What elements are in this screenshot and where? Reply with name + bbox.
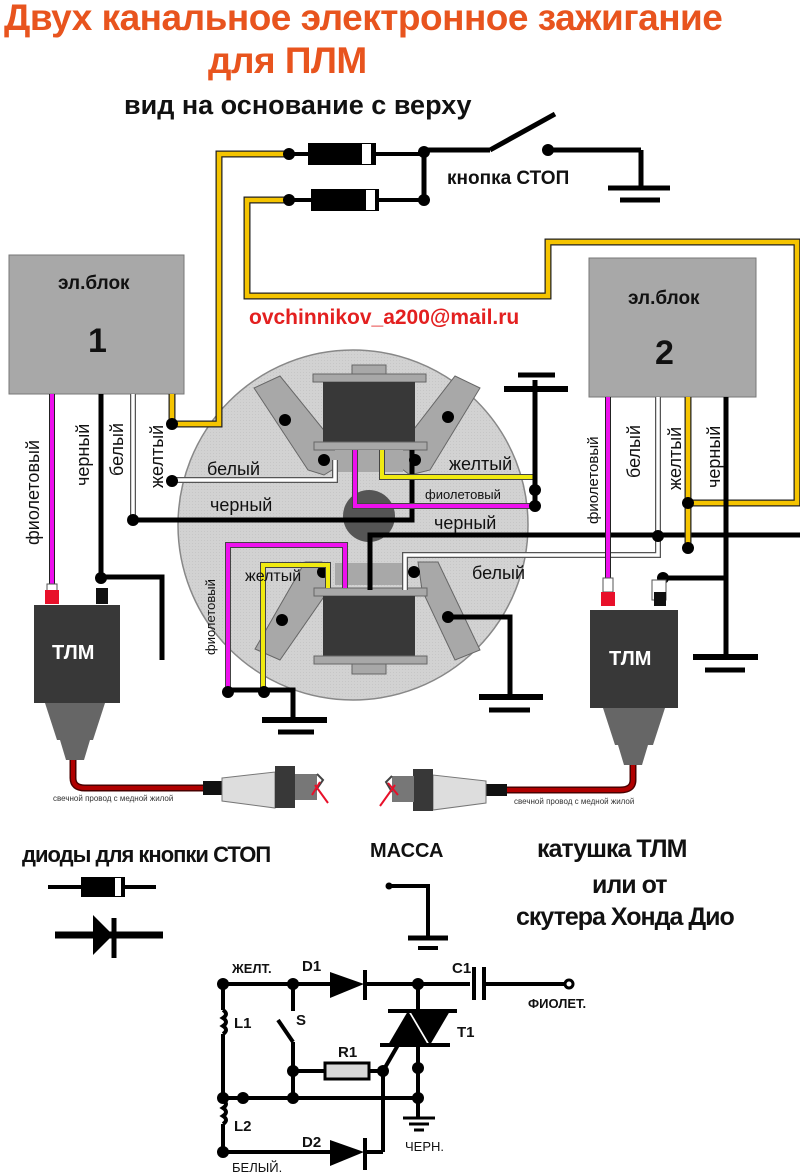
yellow-wire-stator-bottom	[261, 563, 330, 690]
stop-switch	[421, 111, 670, 203]
stator-label-black-mid: черный	[434, 513, 497, 533]
white-wire-bottom	[403, 397, 660, 590]
block2-wire-violet: фиолетовый	[585, 436, 602, 524]
stator-label-white-top: белый	[207, 459, 261, 479]
block-1-label: эл.блок	[58, 273, 130, 294]
stator-label-yellow-top: желтый	[449, 454, 513, 474]
block-1	[8, 254, 185, 395]
schematic-label-violet: ФИОЛЕТ.	[528, 996, 587, 1011]
schematic-label-yellow: ЖЕЛТ.	[232, 961, 272, 976]
schematic-label-d2: D2	[302, 1134, 322, 1151]
block-2-label: эл.блок	[628, 288, 700, 309]
schematic-label-s: S	[296, 1012, 307, 1029]
coil-2-label: ТЛМ	[609, 648, 652, 670]
violet-wire-stator-top	[353, 450, 535, 508]
legend-ground-symbol	[385, 882, 448, 950]
bottom-coil-assembly	[254, 561, 481, 675]
legend-diodes-title: диоды для кнопки СТОП	[22, 842, 271, 867]
black-wire-block1	[98, 394, 165, 660]
coil-1-wire-caption: свечной провод с медной жилой	[53, 794, 174, 803]
spark-wire-1	[69, 760, 205, 792]
bottom-coil	[323, 596, 415, 656]
violet-wire-stator-bottom	[226, 543, 347, 690]
legend-ground-title: МАССА	[370, 840, 444, 862]
legend-diode-body-symbol	[48, 877, 156, 897]
schematic-label-r1: R1	[338, 1044, 358, 1061]
stator-label-violet-bottom: фиолетовый	[203, 579, 218, 655]
black-wire-top	[133, 450, 415, 523]
stop-diode-2	[283, 189, 424, 211]
block-1-number: 1	[88, 322, 107, 360]
stator-label-black-top: черный	[210, 495, 273, 515]
legend-diode-schematic-symbol	[55, 915, 163, 958]
email-label: ovchinnikov_a200@mail.ru	[249, 306, 520, 329]
page-title-line1: Двух канальное электронное зажигание	[4, 0, 723, 38]
block1-wire-yellow: желтый	[147, 424, 167, 488]
coil-1	[34, 583, 329, 809]
schematic-label-l1: L1	[234, 1015, 252, 1032]
white-wire-top	[172, 460, 337, 482]
yellow-wire-stator-top	[380, 450, 535, 479]
schematic	[219, 967, 575, 1170]
schematic-label-t1: T1	[457, 1024, 475, 1041]
stop-diode-1	[283, 143, 420, 165]
stator-label-yellow-bottom: желтый	[245, 568, 302, 585]
spark-wire-2	[505, 765, 637, 794]
schematic-label-l2: L2	[234, 1118, 252, 1135]
block2-wire-black: черный	[704, 425, 724, 488]
page-title-line2: для ПЛМ	[208, 40, 367, 81]
block1-wire-violet: фиолетовый	[23, 439, 43, 545]
legend-coil-note-3: скутера Хонда Дио	[516, 903, 735, 931]
stator-label-white-bottom: белый	[472, 563, 526, 583]
stator-label-violet-top: фиолетовый	[425, 487, 501, 502]
block2-wire-yellow: желтый	[665, 426, 685, 490]
block-2-number: 2	[655, 334, 674, 372]
block2-wire-white: белый	[624, 424, 644, 478]
block1-wire-black: черный	[73, 423, 93, 486]
coil-2-wire-caption: свечной провод с медной жилой	[514, 797, 635, 806]
block-2	[588, 257, 757, 398]
bottom-right-arm	[417, 561, 481, 661]
schematic-label-black: ЧЕРН.	[405, 1139, 445, 1154]
schematic-nodes	[217, 978, 424, 1158]
stop-button-label: кнопка СТОП	[447, 168, 570, 189]
schematic-label-d1: D1	[302, 958, 322, 975]
legend-coil-note-2: или от	[592, 871, 667, 899]
top-coil	[323, 382, 415, 442]
coil-2	[379, 577, 678, 811]
block1-wire-white: белый	[107, 422, 127, 476]
schematic-label-c1: C1	[452, 960, 472, 977]
page-subtitle: вид на основание с верху	[124, 90, 472, 120]
legend-coil-note-1: катушка ТЛМ	[537, 835, 687, 863]
schematic-label-white: БЕЛЫЙ.	[232, 1160, 283, 1175]
coil-1-label: ТЛМ	[52, 642, 95, 664]
